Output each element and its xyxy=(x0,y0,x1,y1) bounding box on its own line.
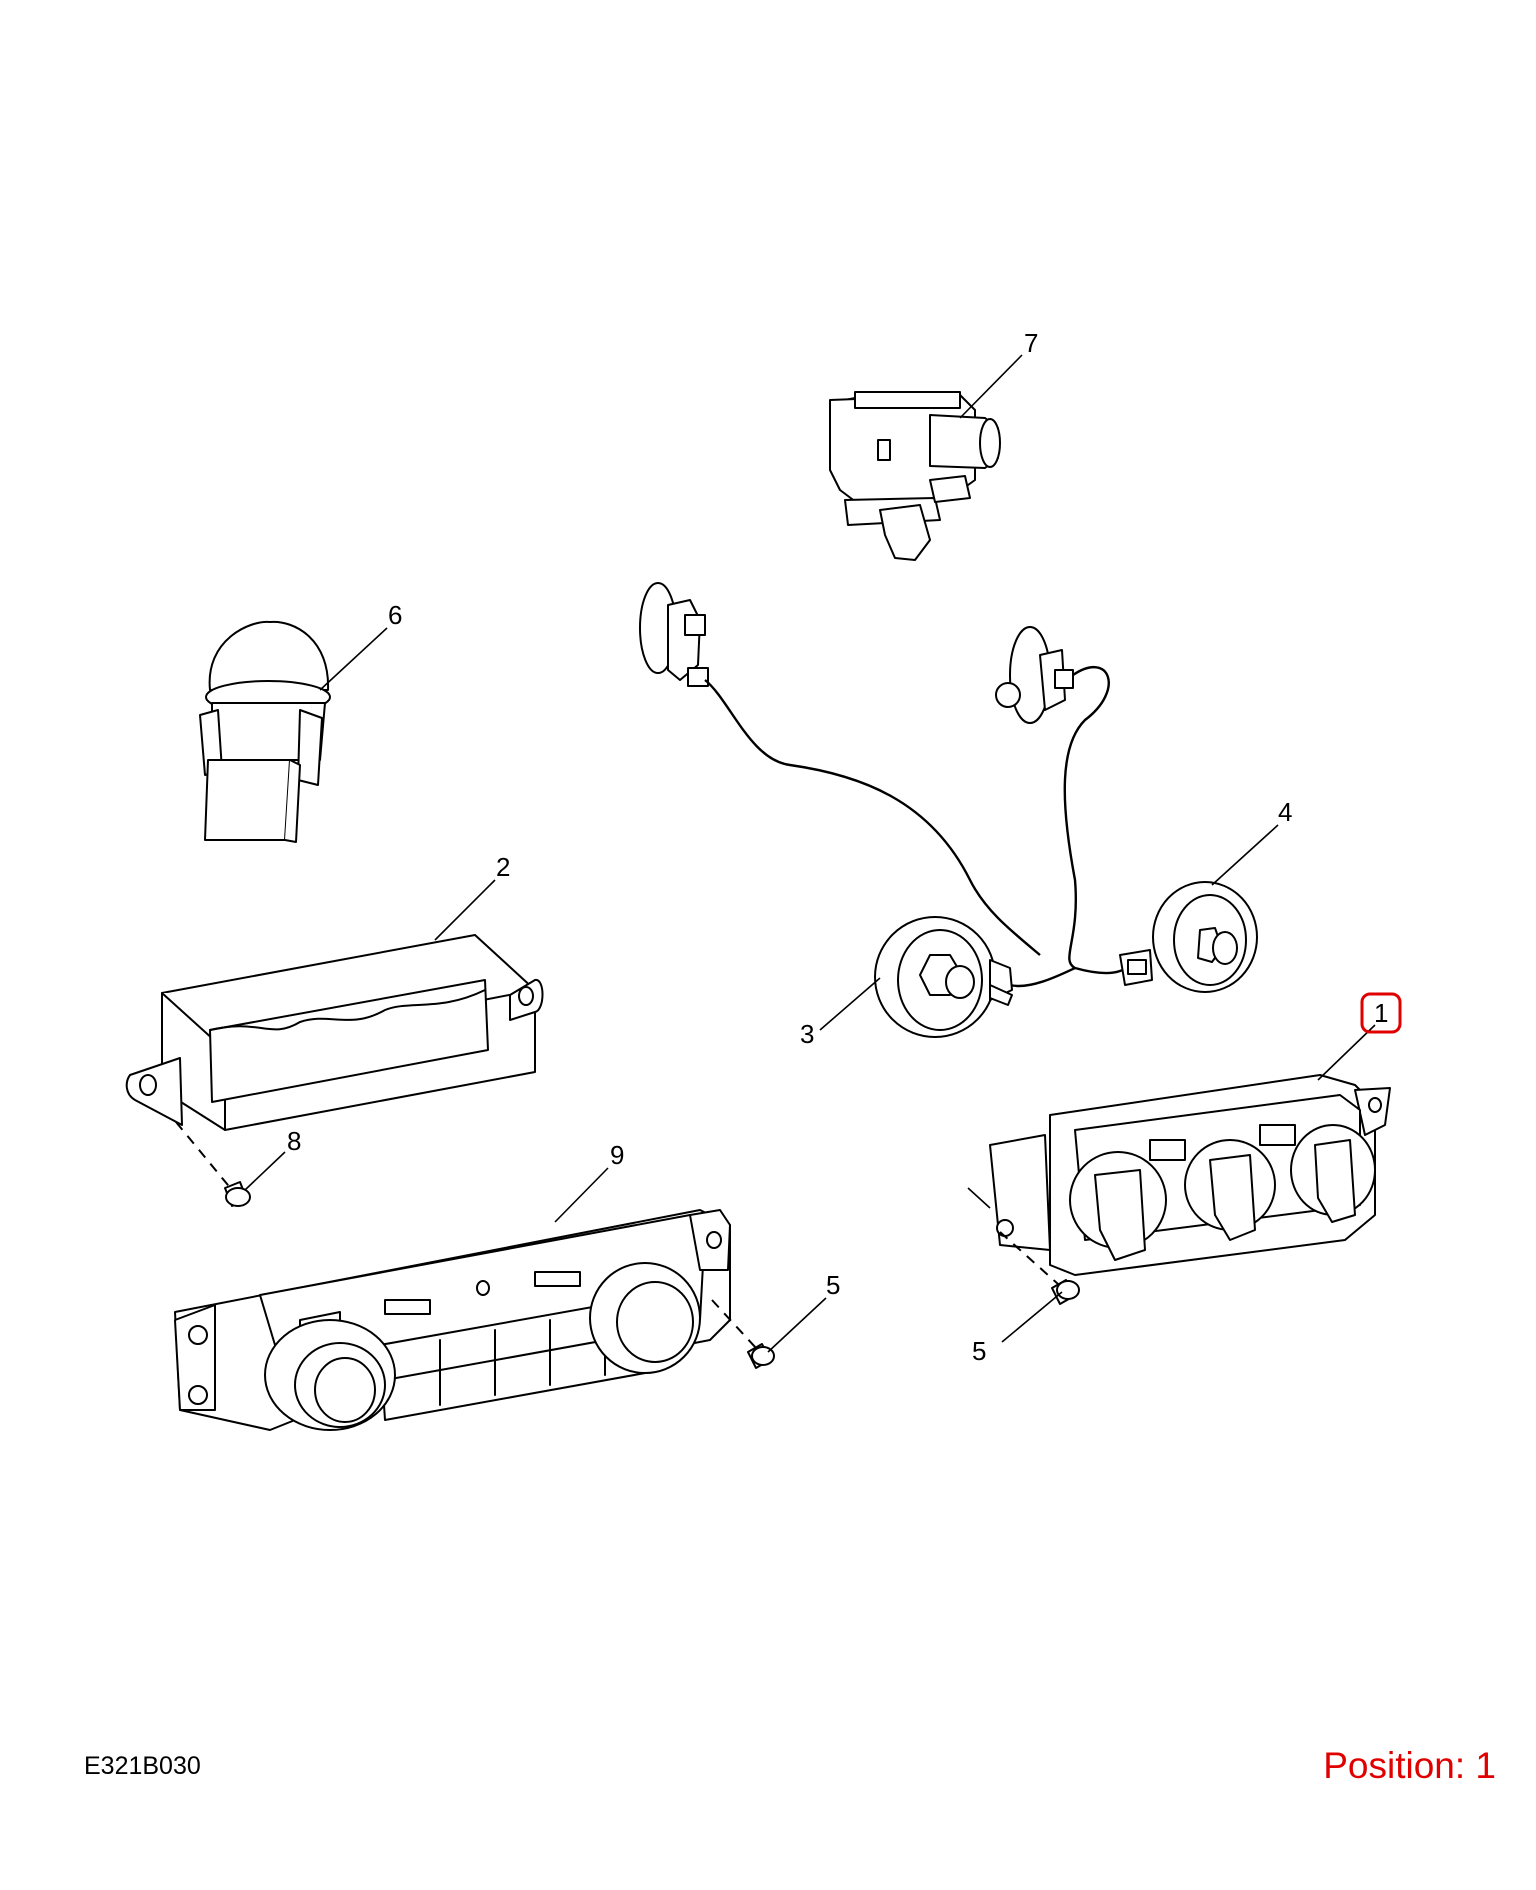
harness-wire-junction xyxy=(1009,966,1076,988)
part-5-screw-left[interactable] xyxy=(747,1343,775,1369)
diagram-code: E321B030 xyxy=(84,1752,201,1780)
callout-5-left[interactable]: 5 xyxy=(826,1270,840,1300)
part-2-switch-module[interactable] xyxy=(125,934,544,1131)
callout-5-right[interactable]: 5 xyxy=(972,1336,986,1366)
harness-wire-right xyxy=(1063,666,1131,975)
leader-3 xyxy=(819,977,881,1031)
callout-9[interactable]: 9 xyxy=(610,1140,624,1170)
position-label: Position: 1 xyxy=(1323,1745,1496,1786)
part-7-actuator[interactable] xyxy=(829,391,1001,561)
callout-1[interactable]: 1 xyxy=(1374,998,1388,1028)
callout-3[interactable]: 3 xyxy=(800,1019,814,1049)
leader-lines xyxy=(244,354,1376,1353)
part-5-right-guide xyxy=(967,1187,991,1209)
part-5-left-alignment-line xyxy=(711,1299,757,1349)
part-1-control-panel[interactable] xyxy=(989,1074,1391,1276)
callout-highlight xyxy=(1360,992,1402,1034)
part-8-screw[interactable] xyxy=(224,1181,251,1207)
part-6-sensor[interactable] xyxy=(199,620,331,843)
part-9-control-panel[interactable] xyxy=(174,1209,731,1431)
part-4-speaker[interactable] xyxy=(1119,881,1258,993)
part-5-screw-right[interactable] xyxy=(1051,1279,1080,1305)
harness-wire-left xyxy=(704,679,1041,956)
callout-7[interactable]: 7 xyxy=(1024,328,1038,358)
part-5-right-alignment-line xyxy=(999,1231,1059,1285)
part-8-alignment-line xyxy=(175,1121,233,1191)
leader-4 xyxy=(1211,824,1279,886)
leader-5-left xyxy=(767,1297,827,1353)
callout-2[interactable]: 2 xyxy=(496,852,510,882)
leader-7 xyxy=(959,354,1023,419)
callout-6[interactable]: 6 xyxy=(388,600,402,630)
part-3-speaker[interactable] xyxy=(874,916,1013,1038)
leader-2 xyxy=(434,879,496,941)
callout-8[interactable]: 8 xyxy=(287,1126,301,1156)
harness-upper-left-speaker xyxy=(639,582,709,687)
leader-8 xyxy=(244,1151,286,1191)
leader-9 xyxy=(554,1167,609,1223)
leader-6 xyxy=(319,627,388,691)
harness-upper-right-speaker xyxy=(995,626,1074,724)
leader-1 xyxy=(1317,1024,1376,1081)
leader-5-right xyxy=(1001,1291,1063,1343)
callout-4[interactable]: 4 xyxy=(1278,797,1292,827)
